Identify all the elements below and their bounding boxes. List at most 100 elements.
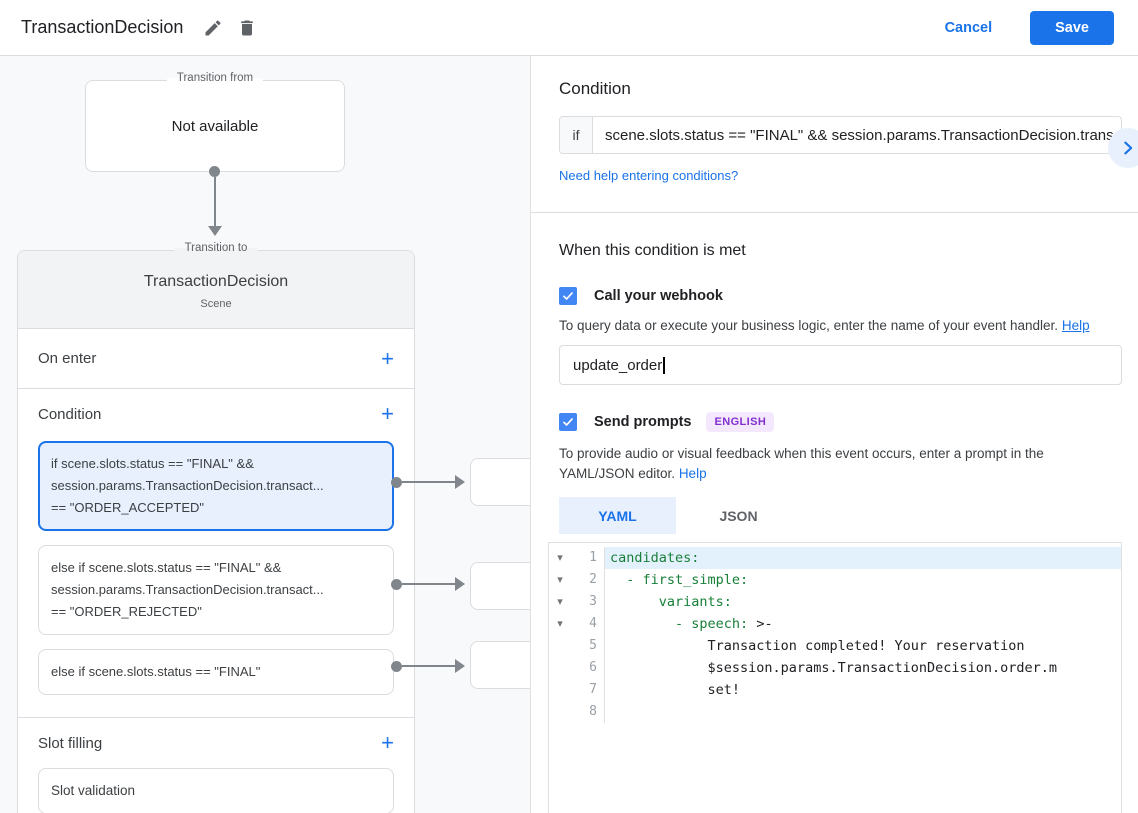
editor-line: 7 set! xyxy=(549,679,1121,701)
send-prompts-row: Send prompts ENGLISH xyxy=(559,412,1122,432)
yaml-text-token: set! xyxy=(610,682,741,698)
condition-card-list: if scene.slots.status == "FINAL" &&sessi… xyxy=(38,441,394,695)
code-line-content[interactable]: Transaction completed! Your reservation xyxy=(605,635,1121,657)
on-enter-label: On enter xyxy=(38,350,97,367)
code-line-content[interactable]: set! xyxy=(605,679,1121,701)
transition-to-box: Transition to TransactionDecision Scene … xyxy=(17,242,415,813)
add-condition-icon[interactable] xyxy=(381,404,394,424)
add-slot-icon[interactable] xyxy=(381,733,394,753)
main-area: Transition from Not available Transition… xyxy=(0,56,1138,813)
delete-scene-button[interactable] xyxy=(237,18,257,38)
send-prompts-label: Send prompts xyxy=(594,414,692,430)
webhook-help-link[interactable]: Help xyxy=(1061,318,1090,333)
editor-gutter: 7 xyxy=(549,679,605,701)
code-line-content[interactable]: - first_simple: xyxy=(605,569,1121,591)
editor-gutter: 1 xyxy=(549,547,605,569)
yaml-key-token: candidates: xyxy=(610,550,700,566)
conditions-help-link[interactable]: Need help entering conditions? xyxy=(559,168,739,183)
connector-arrowhead xyxy=(455,475,465,489)
condition-card[interactable]: else if scene.slots.status == "FINAL" xyxy=(38,649,394,695)
code-line-content[interactable]: variants: xyxy=(605,591,1121,613)
slot-validation-card[interactable]: Slot validation xyxy=(38,768,394,813)
scene-card-header: TransactionDecision Scene xyxy=(18,251,414,329)
fold-arrow-icon[interactable] xyxy=(549,547,571,569)
code-line-content[interactable]: candidates: xyxy=(605,547,1121,569)
topbar: TransactionDecision Cancel Save xyxy=(0,0,1138,56)
chevron-right-icon xyxy=(1124,141,1133,155)
code-line-content[interactable] xyxy=(605,701,1121,723)
prompts-help-link[interactable]: Help xyxy=(678,466,707,481)
connector-line xyxy=(402,481,455,483)
if-prefix-label: if xyxy=(560,117,593,153)
yaml-text-token: $session.params.TransactionDecision.orde… xyxy=(610,660,1058,676)
slot-filling-section: Slot filling Slot validation xyxy=(18,718,414,813)
connector-dot xyxy=(391,476,402,488)
code-line-content[interactable]: - speech: >- xyxy=(605,613,1121,635)
panel-title: Condition xyxy=(559,79,631,98)
prompts-description: To provide audio or visual feedback when… xyxy=(559,444,1121,484)
condition-expression-input[interactable]: scene.slots.status == "FINAL" && session… xyxy=(605,126,1114,144)
yaml-text-token: >- xyxy=(748,616,773,632)
transition-from-box: Transition from Not available xyxy=(85,72,345,172)
slot-validation-label: Slot validation xyxy=(51,783,136,798)
line-number: 4 xyxy=(589,616,597,631)
call-webhook-checkbox[interactable] xyxy=(559,287,577,305)
editor-gutter: 2 xyxy=(549,569,605,591)
editor-line: 3 variants: xyxy=(549,591,1121,613)
fold-arrow-icon[interactable] xyxy=(549,613,571,635)
condition-section: Condition if scene.slots.status == "FINA… xyxy=(18,389,414,718)
line-number: 2 xyxy=(589,572,597,587)
condition-card-line: == "ORDER_ACCEPTED" xyxy=(51,500,204,515)
cancel-button[interactable]: Cancel xyxy=(944,19,993,36)
send-prompts-checkbox[interactable] xyxy=(559,413,577,431)
editor-line: 5 Transaction completed! Your reservatio… xyxy=(549,635,1121,657)
transition-target-box[interactable] xyxy=(470,458,530,506)
condition-card-line: if scene.slots.status == "FINAL" && xyxy=(51,456,254,471)
tab-json[interactable]: JSON xyxy=(719,507,758,524)
scene-flow-diagram: Transition from Not available Transition… xyxy=(0,56,530,813)
add-on-enter-icon[interactable] xyxy=(381,349,394,369)
connector-arrowhead xyxy=(455,577,465,591)
condition-card[interactable]: else if scene.slots.status == "FINAL" &&… xyxy=(38,545,394,635)
condition-section-label: Condition xyxy=(38,405,102,423)
transition-target-box[interactable] xyxy=(470,641,530,689)
webhook-description-text: To query data or execute your business l… xyxy=(559,318,1059,333)
on-enter-section: On enter xyxy=(18,329,414,389)
yaml-text-token: Transaction completed! Your reservation xyxy=(610,638,1025,654)
condition-section-header: Condition xyxy=(38,401,394,427)
yaml-text-token xyxy=(610,616,675,632)
line-number: 1 xyxy=(589,550,597,565)
transition-to-label: Transition to xyxy=(174,242,258,254)
text-cursor xyxy=(663,356,665,374)
fold-arrow-icon[interactable] xyxy=(549,569,571,591)
condition-card-line: else if scene.slots.status == "FINAL" xyxy=(51,664,261,679)
collapse-panel-button[interactable] xyxy=(1108,128,1138,168)
line-number: 6 xyxy=(589,660,597,675)
line-number: 3 xyxy=(589,594,597,609)
condition-card-line: else if scene.slots.status == "FINAL" && xyxy=(51,560,282,575)
editor-line: 8 xyxy=(549,701,1121,723)
code-line-content[interactable]: $session.params.TransactionDecision.orde… xyxy=(605,657,1121,679)
line-number: 7 xyxy=(589,682,597,697)
webhook-handler-value: update_order xyxy=(573,356,663,374)
fold-spacer xyxy=(549,635,571,657)
connector-dot xyxy=(391,660,402,672)
fold-arrow-icon[interactable] xyxy=(549,591,571,613)
transition-target-box[interactable] xyxy=(470,562,530,610)
section-divider xyxy=(531,212,1138,213)
save-button[interactable]: Save xyxy=(1030,10,1114,45)
edit-title-button[interactable] xyxy=(203,18,223,38)
editor-line: 2 - first_simple: xyxy=(549,569,1121,591)
condition-card-selected[interactable]: if scene.slots.status == "FINAL" &&sessi… xyxy=(38,441,394,531)
yaml-key-token: - first_simple: xyxy=(626,572,749,588)
check-icon xyxy=(563,292,573,301)
scene-type-label: Scene xyxy=(200,298,232,310)
fold-spacer xyxy=(549,679,571,701)
editor-gutter: 6 xyxy=(549,657,605,679)
editor-line: 1 candidates: xyxy=(549,547,1121,569)
webhook-handler-input[interactable]: update_order xyxy=(559,345,1122,385)
webhook-description: To query data or execute your business l… xyxy=(559,318,1121,334)
tab-yaml[interactable]: YAML xyxy=(559,497,676,534)
